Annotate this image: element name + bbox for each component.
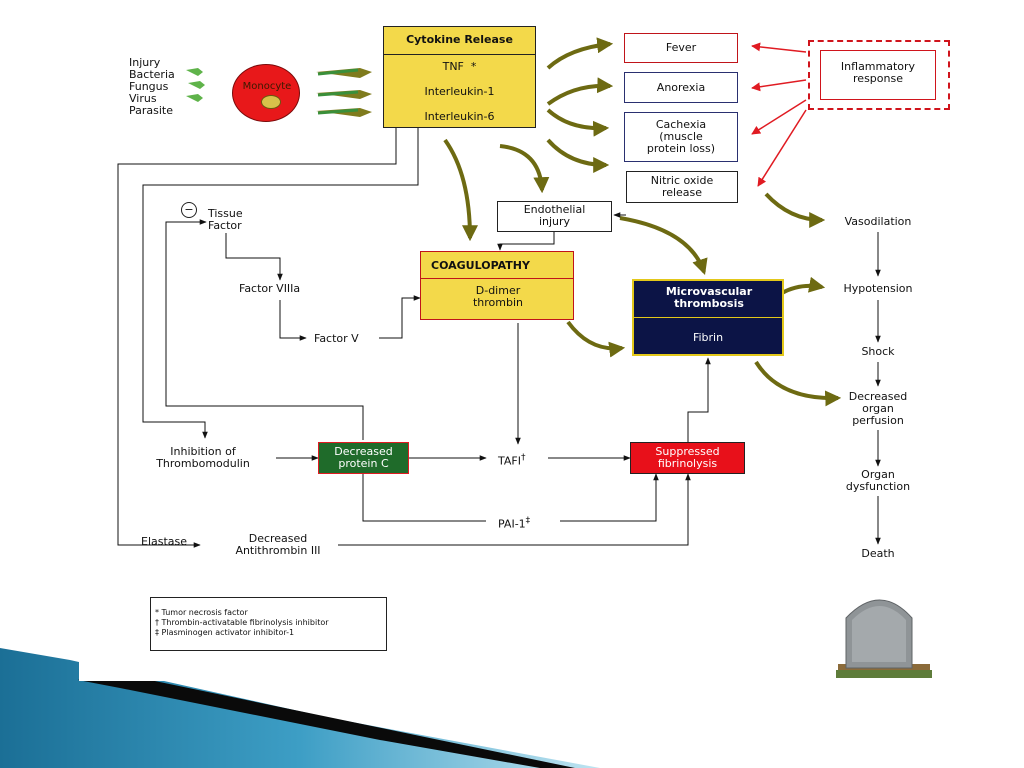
tissue-factor-label: Tissue Factor xyxy=(208,207,243,232)
microvascular-body: Fibrin xyxy=(692,331,724,344)
pai-mark: ‡ xyxy=(525,516,531,526)
pai-text: PAI-1 xyxy=(498,517,526,531)
monocyte-label: Monocyte xyxy=(242,81,292,92)
outcome-organ-dysfunction: Organ dysfunction xyxy=(845,468,911,493)
legend-item-pai: ‡ Plasminogen activator inhibitor-1 xyxy=(155,628,295,637)
microvascular-divider xyxy=(634,317,782,318)
legend-item-tnf: * Tumor necrosis factor xyxy=(155,608,248,617)
source-bacteria: Bacteria xyxy=(129,68,175,81)
tafi-mark: † xyxy=(520,453,526,463)
microvascular-title: Microvascular thrombosis xyxy=(665,285,753,310)
monocyte-cell: Monocyte xyxy=(232,64,300,122)
tafi-text: TAFI xyxy=(498,454,521,468)
outcome-hypotension: Hypotension xyxy=(843,282,913,295)
outcome-death: Death xyxy=(861,547,895,560)
legend-item-tafi: † Thrombin-activatable fibrinolysis inhi… xyxy=(155,618,329,627)
cachexia-label: Cachexia (muscle protein loss) xyxy=(646,118,716,155)
cytokine-il6: Interleukin-6 xyxy=(424,110,495,123)
coagulopathy-box: COAGULOPATHY D-dimer thrombin xyxy=(420,251,574,320)
cytokine-release-box: Cytokine Release TNF * Interleukin-1 Int… xyxy=(383,26,536,128)
protein-c-label: Decreased protein C xyxy=(334,445,393,470)
suppressed-fibrinolysis-box: Suppressed fibrinolysis xyxy=(630,442,745,474)
anorexia-box: Anorexia xyxy=(624,72,738,103)
cachexia-box: Cachexia (muscle protein loss) xyxy=(624,112,738,162)
legend-box: * Tumor necrosis factor † Thrombin-activ… xyxy=(150,597,387,651)
nitric-oxide-label: Nitric oxide release xyxy=(650,174,714,199)
monocyte-arrows xyxy=(316,68,372,117)
coagulopathy-divider xyxy=(421,278,573,279)
olive-curved-arrows xyxy=(443,37,842,407)
antithrombin-label: Decreased Antithrombin III xyxy=(235,532,321,557)
inflammatory-outer-box xyxy=(808,40,950,110)
endothelial-box: Endothelial injury xyxy=(497,201,612,232)
source-parasite: Parasite xyxy=(129,104,174,117)
outcome-vasodilation: Vasodilation xyxy=(844,215,912,228)
source-fungus: Fungus xyxy=(129,80,169,93)
source-list: Injury Bacteria Fungus Virus Parasite xyxy=(129,57,175,117)
outcome-shock: Shock xyxy=(861,345,895,358)
black-swoosh xyxy=(78,672,575,768)
cytokine-tnf: TNF * xyxy=(442,60,477,73)
factor-viiia-label: Factor VIIIa xyxy=(239,282,301,295)
minus-sign-circle: − xyxy=(181,202,197,218)
tafi-label: TAFI† xyxy=(498,452,525,468)
source-virus: Virus xyxy=(129,92,157,105)
microvascular-box: Microvascular thrombosis Fibrin xyxy=(632,279,784,356)
elastase-label: Elastase xyxy=(141,535,188,548)
anorexia-label: Anorexia xyxy=(656,81,706,94)
tombstone-image xyxy=(836,599,932,678)
cytokine-divider xyxy=(384,54,535,55)
protein-c-box: Decreased protein C xyxy=(318,442,409,474)
nitric-oxide-box: Nitric oxide release xyxy=(626,171,738,203)
coagulopathy-body: D-dimer thrombin xyxy=(472,284,524,309)
black-connectors xyxy=(117,128,881,548)
pai-label: PAI-1‡ xyxy=(498,515,530,531)
outcome-decreased-perfusion: Decreased organ perfusion xyxy=(848,390,908,427)
source-injury: Injury xyxy=(129,56,161,69)
inflammatory-label: Inflammatory response xyxy=(840,60,916,85)
source-arrows xyxy=(186,68,205,102)
coagulopathy-title: COAGULOPATHY xyxy=(431,259,530,272)
red-arrows xyxy=(751,42,807,187)
inhibition-label: Inhibition of Thrombomodulin xyxy=(156,445,250,470)
suppressed-label: Suppressed fibrinolysis xyxy=(655,445,720,470)
inflammatory-box: Inflammatory response xyxy=(820,50,936,100)
endothelial-label: Endothelial injury xyxy=(523,203,586,228)
factor-v-label: Factor V xyxy=(314,332,359,345)
nucleus-shape xyxy=(261,95,281,109)
white-card xyxy=(79,655,175,681)
fever-label: Fever xyxy=(665,41,697,54)
minus-sign: − xyxy=(184,203,194,216)
fever-box: Fever xyxy=(624,33,738,63)
cytokine-il1: Interleukin-1 xyxy=(424,85,495,98)
cytokine-title: Cytokine Release xyxy=(406,33,513,46)
